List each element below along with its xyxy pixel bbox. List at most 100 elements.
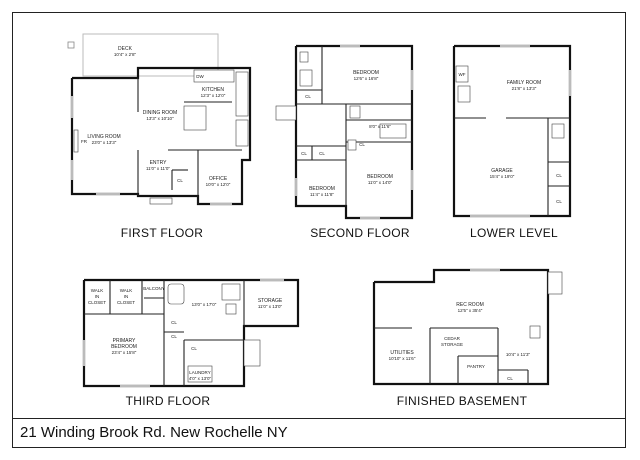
rec-room-dims: 12'5" x 35'4"	[458, 308, 483, 313]
deck-dims: 10'4" x 2'8"	[114, 52, 137, 57]
fireplace	[73, 129, 79, 153]
walk-in-closet-label: IN	[95, 294, 100, 299]
footer-divider	[12, 418, 626, 419]
walk-in-closet-label: WALK	[91, 288, 104, 293]
third-floor-plan: WALK IN CLOSET WALK IN CLOSET BALCONY 13…	[82, 278, 300, 388]
rec-room-label: REC ROOM	[456, 302, 484, 308]
dining-room-dims: 13'3" x 10'10"	[146, 116, 174, 121]
toilet	[529, 325, 541, 339]
lower-level-plan: WF FAMILY ROOM 21'8" x 13'3" GARAGE 15'4…	[452, 44, 572, 218]
balcony-label: BALCONY	[143, 286, 165, 291]
stairs	[457, 85, 471, 103]
bedroom-label: BEDROOM	[309, 186, 335, 192]
first-floor-title: FIRST FLOOR	[120, 226, 204, 240]
office-label: OFFICE	[209, 176, 228, 182]
stairs	[275, 105, 297, 121]
finished-basement-plan: REC ROOM 12'5" x 35'4" UTILITIES 10'10" …	[372, 268, 563, 386]
kitchen-counter	[235, 71, 249, 117]
fireplace-label: WF	[459, 72, 466, 77]
stairs	[235, 119, 249, 147]
cedar-storage-label: STORAGE	[441, 342, 463, 347]
tub	[379, 123, 407, 139]
sink	[551, 123, 565, 139]
living-room-label: LIVING ROOM	[87, 134, 120, 140]
entry-steps	[149, 197, 173, 205]
family-room-label: FAMILY ROOM	[507, 80, 541, 86]
property-address: 21 Winding Brook Rd. New Rochelle NY	[20, 424, 288, 441]
utilities-label: UTILITIES	[390, 350, 414, 356]
storage-dims: 11'0" x 13'0"	[258, 304, 283, 309]
first-floor-plan: DECK 10'4" x 2'8" DW KITCHEN 12'3" x 12'…	[67, 33, 252, 206]
utilities-dims: 10'10" x 11'6"	[389, 356, 416, 361]
kitchen-counter	[193, 69, 235, 83]
deck-post	[67, 41, 75, 49]
third-floor-title: THIRD FLOOR	[125, 394, 211, 408]
hall-dims: 8'0" x 11'6"	[369, 124, 391, 129]
dining-room-label: DINING ROOM	[143, 110, 177, 116]
primary-bedroom-label: BEDROOM	[111, 344, 137, 350]
office-dims: 10'0" x 12'0"	[206, 182, 231, 187]
finished-basement-title: FINISHED BASEMENT	[396, 394, 528, 408]
lower-level-title: LOWER LEVEL	[470, 226, 558, 240]
room-dims: 10'4" x 11'3"	[506, 352, 531, 357]
bedroom-label: BEDROOM	[367, 174, 393, 180]
sheet-border	[12, 12, 626, 448]
storage-label: STORAGE	[258, 298, 283, 304]
closet-label: CL	[507, 376, 513, 381]
stairs	[243, 339, 261, 367]
entry-label: ENTRY	[150, 160, 168, 166]
laundry-dims: 4'0" x 13'0"	[189, 376, 212, 381]
toilet	[225, 303, 237, 315]
garage-dims: 15'4" x 19'0"	[490, 174, 515, 179]
closet-label: CL	[305, 94, 311, 99]
bath-dims: 13'0" x 17'0"	[192, 302, 217, 307]
bedroom-dims: 11'4" x 11'8"	[310, 192, 334, 197]
fireplace-label: FR	[81, 139, 88, 144]
garage-label: GARAGE	[491, 168, 513, 174]
primary-bedroom-dims: 23'4" x 15'8"	[112, 350, 137, 355]
closet-label: CL	[359, 142, 365, 147]
second-floor-title: SECOND FLOOR	[310, 226, 410, 240]
walk-in-closet-label: CLOSET	[117, 300, 135, 305]
bedroom-label: BEDROOM	[353, 70, 379, 76]
stairs	[547, 271, 563, 295]
basement-outline	[372, 268, 550, 386]
deck-label: DECK	[118, 46, 133, 52]
closet-label: CL	[301, 151, 307, 156]
closet-label: CL	[177, 178, 183, 183]
second-floor-outline	[294, 44, 414, 220]
tub	[299, 69, 313, 87]
family-room-dims: 21'8" x 13'3"	[512, 86, 537, 91]
washer-dryer	[187, 365, 213, 383]
toilet	[299, 51, 309, 63]
closet-label: CL	[191, 346, 197, 351]
lower-level-outline	[452, 44, 572, 218]
walk-in-closet-label: CLOSET	[88, 300, 106, 305]
tub	[167, 283, 185, 305]
toilet	[347, 139, 357, 151]
wood-fireplace	[455, 65, 469, 83]
entry-dims: 11'0" x 11'0"	[146, 166, 170, 171]
closet-label: CL	[171, 320, 177, 325]
sink	[349, 105, 361, 119]
primary-bedroom-label: PRIMARY	[113, 338, 136, 344]
second-floor-plan: CL BEDROOM 12'6" x 16'8" 8'0" x 11'6" CL…	[275, 44, 414, 220]
bedroom-dims: 11'0" x 14'0"	[368, 180, 393, 185]
kitchen-island	[183, 105, 207, 131]
closet-label: CL	[556, 199, 562, 204]
kitchen-dims: 12'3" x 12'0"	[201, 93, 226, 98]
living-room-dims: 23'0" x 13'3"	[92, 140, 117, 145]
walk-in-closet-label: WALK	[120, 288, 133, 293]
walk-in-closet-label: IN	[124, 294, 129, 299]
kitchen-label: KITCHEN	[202, 87, 224, 93]
closet-label: CL	[171, 334, 177, 339]
dishwasher-label: DW	[196, 74, 204, 79]
closet-label: CL	[556, 173, 562, 178]
closet-label: CL	[319, 151, 325, 156]
pantry-label: PANTRY	[467, 364, 485, 369]
cedar-storage-label: CEDAR	[444, 336, 461, 341]
laundry-label: LAUNDRY	[189, 370, 210, 375]
bedroom-dims: 12'6" x 16'8"	[354, 76, 379, 81]
